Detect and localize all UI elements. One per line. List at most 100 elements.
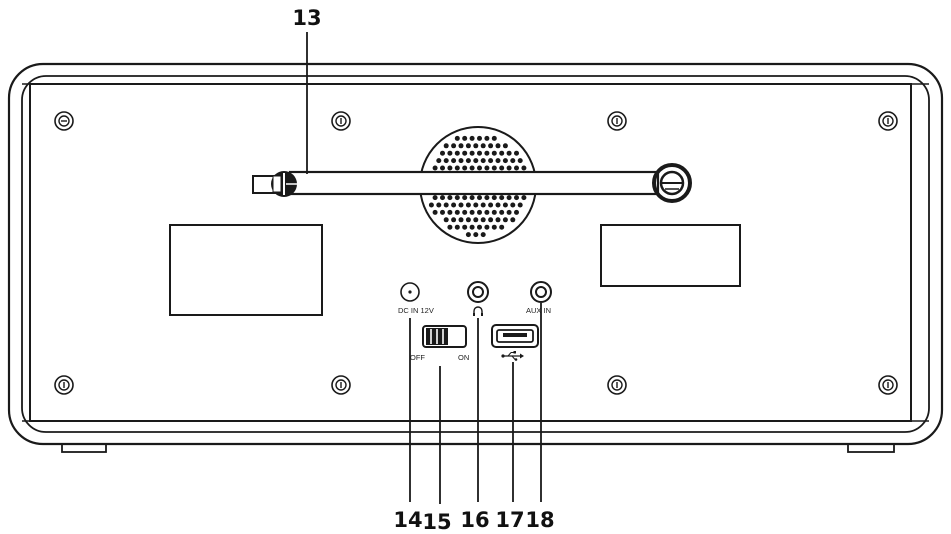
speaker-hole: [432, 195, 438, 201]
left-foot: [61, 443, 107, 453]
speaker-hole: [454, 224, 460, 230]
speaker-hole: [451, 158, 457, 164]
speaker-hole: [477, 165, 482, 171]
speaker-hole: [495, 158, 501, 164]
speaker-hole: [484, 165, 490, 171]
speaker-hole: [454, 195, 460, 201]
speaker-hole: [488, 217, 494, 223]
speaker-hole: [465, 232, 471, 238]
speaker-hole: [480, 217, 486, 223]
speaker-hole: [451, 202, 457, 208]
dc-in-socket-outer: [400, 282, 420, 302]
speaker-hole: [443, 143, 449, 149]
speaker-hole: [458, 217, 464, 223]
power-switch[interactable]: [422, 325, 467, 348]
speaker-hole: [447, 150, 453, 156]
speaker-hole: [447, 224, 453, 230]
antenna-hinge-icon: [271, 171, 297, 197]
speaker-hole: [447, 165, 453, 171]
antenna-mount-icon: [652, 163, 692, 203]
speaker-hole: [510, 158, 516, 164]
speaker-hole: [458, 158, 464, 164]
speaker-hole: [469, 224, 475, 230]
speaker-hole: [454, 209, 460, 215]
speaker-hole: [469, 165, 475, 171]
speaker-hole: [484, 195, 490, 201]
speaker-hole: [514, 150, 519, 156]
speaker-hole: [432, 209, 438, 215]
switch-off-label: OFF: [410, 353, 425, 362]
speaker-hole: [447, 195, 453, 201]
speaker-hole: [477, 135, 482, 141]
speaker-hole: [473, 202, 479, 208]
speaker-hole: [462, 135, 468, 141]
speaker-hole: [465, 143, 471, 149]
speaker-hole: [484, 209, 490, 215]
speaker-hole: [488, 143, 494, 149]
speaker-hole: [477, 224, 482, 230]
speaker-hole: [506, 195, 512, 201]
speaker-hole: [477, 209, 482, 215]
speaker-hole: [469, 150, 475, 156]
speaker-hole: [499, 165, 505, 171]
speaker-hole: [499, 224, 505, 230]
speaker-hole: [495, 143, 501, 149]
speaker-hole: [469, 135, 475, 141]
speaker-hole: [465, 158, 471, 164]
speaker-hole: [484, 150, 490, 156]
speaker-hole: [477, 150, 482, 156]
speaker-hole: [502, 158, 508, 164]
speaker-hole: [469, 195, 475, 201]
speaker-hole: [473, 217, 479, 223]
speaker-hole: [462, 195, 468, 201]
speaker-hole: [447, 209, 453, 215]
speaker-hole: [491, 209, 497, 215]
left-vent-plate: [169, 224, 323, 316]
screw-icon: [54, 111, 74, 131]
speaker-hole: [521, 165, 527, 171]
aux-in-jack[interactable]: [530, 281, 552, 303]
callout-14: 14: [393, 508, 422, 532]
speaker-hole: [451, 143, 457, 149]
speaker-hole: [469, 209, 475, 215]
antenna[interactable]: [252, 163, 692, 203]
cabinet: [7, 62, 944, 446]
callout-15: 15: [422, 510, 451, 534]
speaker-hole: [480, 232, 486, 238]
antenna-rod: [288, 170, 660, 196]
speaker-hole: [462, 150, 468, 156]
speaker-hole: [517, 202, 523, 208]
speaker-hole: [465, 202, 471, 208]
callout-16: 16: [460, 508, 489, 532]
back-panel: [29, 83, 912, 422]
speaker-hole: [473, 158, 479, 164]
speaker-hole: [502, 202, 508, 208]
speaker-hole: [458, 202, 464, 208]
screw-icon: [331, 111, 351, 131]
speaker-hole: [458, 143, 464, 149]
cabinet-inner-frame: [21, 75, 930, 433]
speaker-hole: [499, 209, 505, 215]
speaker-hole: [454, 135, 460, 141]
dc-in-label: DC IN 12V: [398, 306, 434, 315]
dc-in-socket[interactable]: [400, 282, 420, 302]
speaker-hole: [517, 158, 523, 164]
speaker-hole: [440, 195, 445, 201]
speaker-hole: [451, 217, 457, 223]
speaker-hole: [462, 165, 468, 171]
speaker-hole: [480, 158, 486, 164]
speaker-hole: [510, 202, 516, 208]
speaker-hole: [480, 202, 486, 208]
speaker-hole: [484, 224, 490, 230]
speaker-hole: [477, 195, 482, 201]
callout-13: 13: [292, 6, 321, 30]
speaker-hole: [443, 158, 449, 164]
speaker-hole: [462, 224, 468, 230]
headphone-jack[interactable]: [467, 281, 489, 303]
speaker-hole: [495, 202, 501, 208]
speaker-hole: [521, 195, 527, 201]
speaker-hole: [488, 158, 494, 164]
speaker-hole: [428, 202, 434, 208]
usb-port[interactable]: [491, 324, 539, 348]
